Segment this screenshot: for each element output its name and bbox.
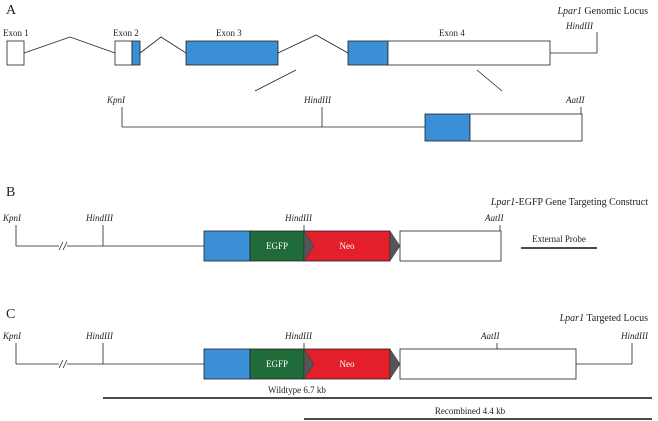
construct-coding-exon	[203, 230, 251, 262]
break-mark-b-2	[62, 241, 68, 251]
exon-1-label: Exon 1	[3, 28, 29, 38]
locus-coding-exon	[203, 348, 251, 380]
zoom-line-right	[476, 69, 503, 92]
recombined-label: Recombined 4.4 kb	[435, 406, 506, 416]
aat-b-label: AatII	[484, 213, 504, 223]
panel-a-title: Lpar1 Genomic Locus	[556, 6, 648, 17]
panel-a-title-gene: Lpar1	[556, 6, 581, 17]
egfp-box-c	[249, 348, 305, 380]
panel-c-title-rest: Targeted Locus	[584, 313, 648, 324]
exon-4-coding	[347, 40, 389, 66]
egfp-label-b: EGFP	[266, 241, 288, 251]
exon-3	[185, 40, 279, 66]
panel-b-title: Lpar1-EGFP Gene Targeting Construct	[490, 197, 648, 208]
intron-3	[277, 34, 349, 54]
aat-a-label: AatII	[565, 95, 585, 105]
intron-1	[23, 36, 116, 54]
hind-b2-label: HindIII	[284, 213, 313, 223]
loxp-right-b	[389, 230, 401, 262]
exon-4-utr	[387, 40, 551, 66]
exon-2-coding	[131, 40, 141, 66]
hind-b1-label: HindIII	[85, 213, 114, 223]
panel-b-letter: B	[6, 185, 15, 200]
loxp-left-b	[303, 230, 315, 262]
aat-c-label: AatII	[480, 331, 500, 341]
panel-b-title-rest: -EGFP Gene Targeting Construct	[515, 197, 648, 208]
exon-3-label: Exon 3	[216, 28, 242, 38]
hind-a-label: HindIII	[303, 95, 332, 105]
panel-c-title: Lpar1 Targeted Locus	[559, 313, 648, 324]
locus-utr	[399, 348, 577, 380]
panel-a-title-rest: Genomic Locus	[582, 6, 648, 17]
exon-4-label: Exon 4	[439, 28, 465, 38]
loxp-left-c	[303, 348, 315, 380]
loxp-right-c	[389, 348, 401, 380]
exon-2-label: Exon 2	[113, 28, 139, 38]
neo-box-c	[303, 348, 391, 380]
hind-c2-label: HindIII	[284, 331, 313, 341]
break-mark-c-1	[58, 359, 64, 369]
external-probe-label: External Probe	[532, 234, 586, 244]
egfp-label-c: EGFP	[266, 359, 288, 369]
intron-2	[139, 36, 187, 54]
hind-top-label: HindIII	[565, 21, 594, 31]
panel-a-letter: A	[6, 3, 17, 18]
exon-1	[6, 40, 25, 66]
kpn-c-label: KpnI	[2, 331, 22, 341]
hind-c3-label: HindIII	[620, 331, 649, 341]
construct-utr	[399, 230, 502, 262]
zoom-line-left	[254, 69, 297, 92]
break-mark-b-1	[58, 241, 64, 251]
hind-c1-label: HindIII	[85, 331, 114, 341]
kpn-a-label: KpnI	[106, 95, 126, 105]
wildtype-label: Wildtype 6.7 kb	[268, 385, 326, 395]
break-mark-c-2	[62, 359, 68, 369]
panel-b-title-gene: Lpar1	[490, 197, 515, 208]
panel-c-letter: C	[6, 307, 15, 322]
neo-label-b: Neo	[340, 241, 355, 251]
panel-c-title-gene: Lpar1	[559, 313, 584, 324]
kpn-b-label: KpnI	[2, 213, 22, 223]
zoom-exon-coding	[424, 113, 471, 142]
zoom-exon-utr	[469, 113, 583, 142]
neo-label-c: Neo	[340, 359, 355, 369]
exon-2-utr	[114, 40, 133, 66]
